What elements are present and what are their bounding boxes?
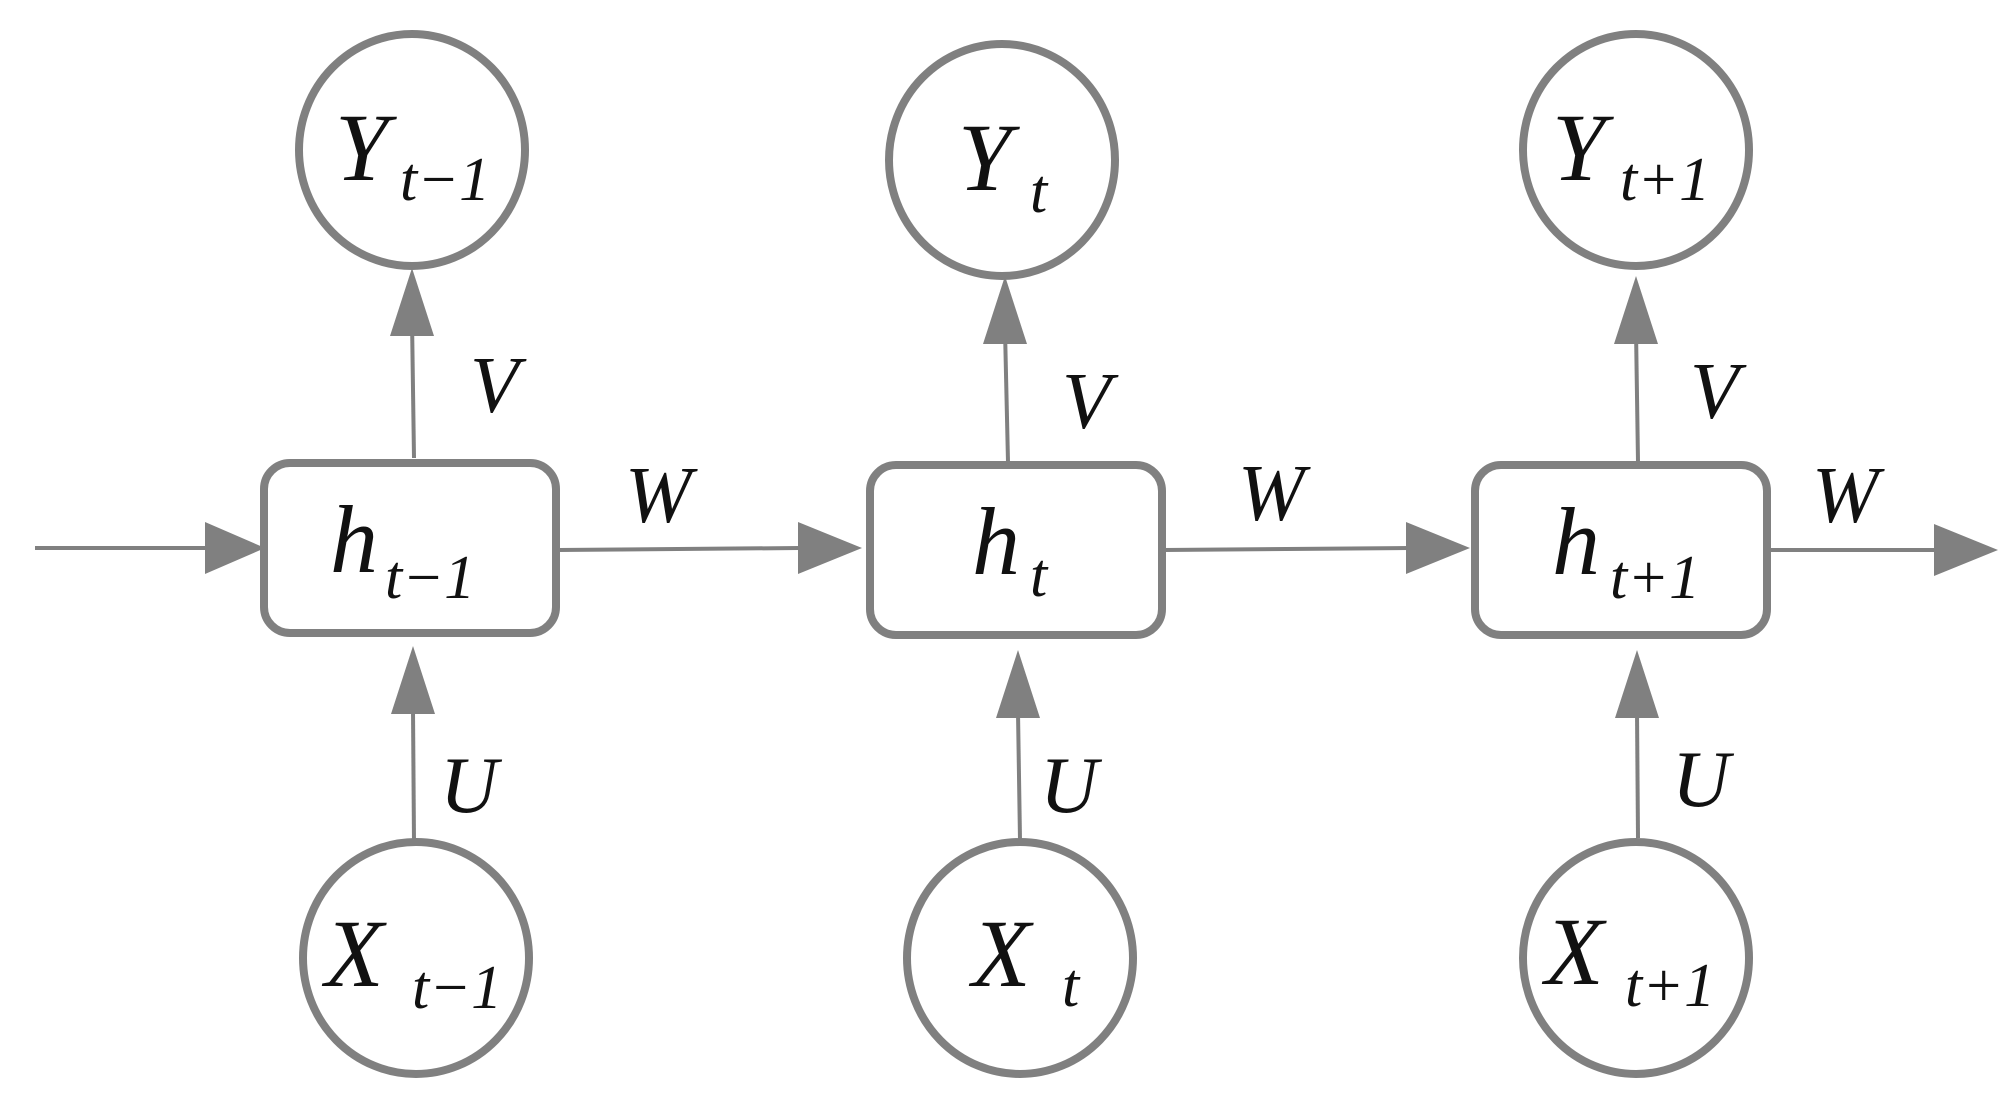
hidden-symbol-next: h [1552, 488, 1600, 595]
input-symbol-prev: X [321, 900, 387, 1007]
input-node-prev: X t−1 [299, 838, 533, 1078]
input-subscript-next: t+1 [1625, 952, 1715, 1020]
hidden-symbol-current: h [972, 488, 1020, 595]
output-subscript-next: t+1 [1620, 146, 1710, 214]
v-edge-next: V [1614, 276, 1747, 463]
input-symbol-current: X [968, 900, 1034, 1007]
input-node-next: X t+1 [1519, 838, 1753, 1078]
u-label-next: U [1672, 736, 1735, 824]
v-label-current: V [1062, 358, 1119, 446]
w-label-prev: W [625, 452, 698, 540]
hidden-node-next: h t+1 [1471, 461, 1771, 639]
output-symbol-next: Y [1552, 94, 1614, 201]
u-edge-prev: U [391, 646, 503, 843]
output-node-prev: Y t−1 [295, 30, 529, 270]
w-edge-current: W [1163, 450, 1470, 574]
input-subscript-prev: t−1 [412, 954, 502, 1022]
w-label-current: W [1238, 450, 1311, 538]
timestep-prev: Y t−1 V h t−1 U X t−1 [260, 30, 862, 1078]
hidden-symbol-prev: h [330, 486, 378, 593]
input-symbol-next: X [1541, 898, 1607, 1005]
output-subscript-prev: t−1 [400, 146, 490, 214]
output-symbol-current: Y [958, 104, 1020, 211]
output-node-current: Y t [885, 40, 1119, 280]
timestep-next: Y t+1 V h t+1 U X t+1 [1471, 30, 1998, 1078]
w-edge-next: W [1769, 452, 1998, 576]
v-label-prev: V [470, 342, 527, 430]
output-symbol-prev: Y [335, 94, 397, 201]
hidden-subscript-prev: t−1 [385, 544, 475, 612]
u-label-current: U [1040, 742, 1103, 830]
v-label-next: V [1690, 348, 1747, 436]
hidden-subscript-next: t+1 [1610, 544, 1700, 612]
incoming-arrowhead [205, 522, 265, 574]
u-edge-current: U [996, 650, 1103, 841]
hidden-subscript-current: t [1030, 542, 1049, 610]
hidden-node-current: h t [866, 461, 1166, 639]
v-edge-prev: V [390, 268, 527, 459]
incoming-edge [35, 522, 265, 574]
hidden-node-prev: h t−1 [260, 459, 560, 637]
timestep-current: Y t V h t U X t W [866, 40, 1470, 1078]
w-edge-prev: W [557, 452, 862, 574]
v-edge-current: V [983, 276, 1119, 463]
u-label-prev: U [440, 742, 503, 830]
w-label-next: W [1812, 452, 1885, 540]
output-subscript-current: t [1030, 158, 1049, 226]
input-subscript-current: t [1062, 952, 1081, 1020]
u-edge-next: U [1615, 650, 1735, 839]
input-node-current: X t [903, 838, 1137, 1078]
output-node-next: Y t+1 [1519, 30, 1753, 270]
